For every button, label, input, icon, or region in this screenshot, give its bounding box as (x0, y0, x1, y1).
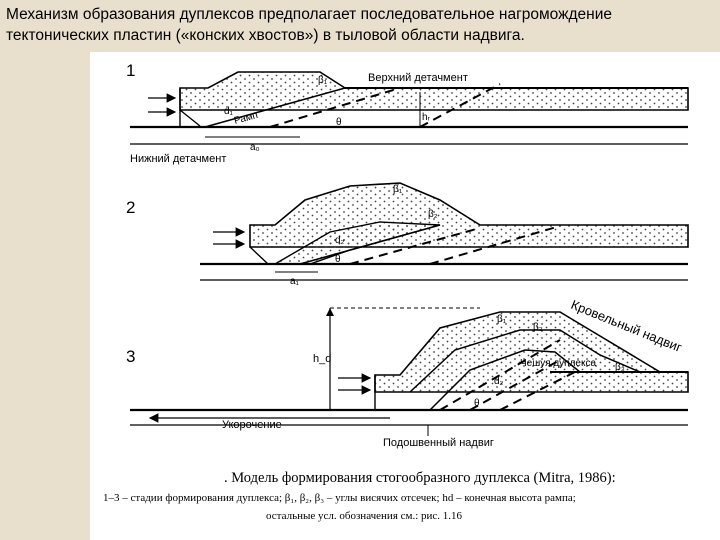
figure-panel: 1 Верхний детачмент Нижний детачмент β₁ … (90, 52, 720, 540)
stage-2-number: 2 (126, 198, 135, 217)
stage-1-ramp-label: Рамп (233, 110, 259, 127)
stage-1-future-fault-b (419, 83, 501, 128)
stage-2-group: 2 β₁ β₂ d₂ θ a₁ (126, 182, 689, 287)
stage-1-lower-detachment-label: Нижний детачмент (130, 153, 226, 165)
stage-3-beta2-label: β₂ (533, 322, 543, 333)
stage-1-a0-label: a₀ (250, 142, 260, 153)
stage-1-group: 1 Верхний детачмент Нижний детачмент β₁ … (126, 61, 689, 165)
stage-1-theta-label: θ (336, 117, 342, 128)
figure-caption: . Модель формирования стогообразного дуп… (103, 470, 616, 522)
stage-3-shortening-label: Укорочение (222, 419, 282, 431)
stage-2-theta-label: θ (335, 254, 341, 265)
caption-line-1: . Модель формирования стогообразного дуп… (224, 470, 616, 486)
stage-1-trailing-block (179, 88, 201, 127)
stage-3-horse-label: Чешуя дуплекса (520, 358, 596, 369)
stage-1-beta1-label: β₁ (318, 75, 328, 86)
stage-3-theta-label: θ (474, 398, 480, 409)
stage-2-d2-label: d₂ (335, 235, 345, 246)
stage-1-hr-label: hᵣ (422, 112, 431, 123)
stage-2-thrust-sheet (249, 182, 689, 248)
caption-line-3: остальные усл. обозначения см.: рис. 1.1… (266, 510, 463, 522)
stage-2-future-fault-a (349, 227, 481, 265)
stage-2-beta1-label: β₁ (393, 184, 403, 195)
stage-2-trailing-block (249, 246, 269, 265)
stage-3-beta1-label: β₁ (497, 314, 507, 325)
slide-title: Механизм образования дуплексов предполаг… (6, 6, 612, 44)
stage-2-a1-label: a₁ (290, 276, 300, 287)
stage-3-horse-1-boundary (409, 329, 641, 393)
stage-3-floor-thrust-label: Подошвенный надвиг (383, 437, 494, 449)
stage-1-future-fault-a (269, 87, 401, 128)
stage-1-d1-label: d₁ (224, 106, 234, 117)
stage-3-d2-label: d₂ (494, 376, 504, 387)
duplex-diagram: 1 Верхний детачмент Нижний детачмент β₁ … (103, 61, 689, 522)
stage-2-ramp-line (299, 224, 441, 265)
caption-line-2: 1–3 – стадии формирования дуплекса; β₁, … (103, 492, 576, 504)
stage-1-ramp-line (204, 87, 346, 128)
stage-3-fault-a (439, 339, 561, 411)
stage-3-group: 3 Кровельный надвиг Чешуя дуплекса β₁ β₂… (126, 297, 689, 449)
stage-3-hd-arrow-top (326, 308, 334, 316)
stage-1-number: 1 (126, 61, 135, 80)
stage-3-fault-b (469, 359, 561, 411)
stage-3-number: 3 (126, 347, 135, 366)
stage-2-beta2-label: β₂ (428, 209, 438, 220)
stage-3-beta3-label: β₃ (615, 362, 625, 373)
stage-3-horse-2-boundary (429, 349, 581, 411)
stage-2-future-fault-b (429, 225, 561, 265)
stage-1-upper-detachment-label: Верхний детачмент (368, 72, 468, 84)
stage-3-hd-label: h_d (313, 353, 331, 365)
